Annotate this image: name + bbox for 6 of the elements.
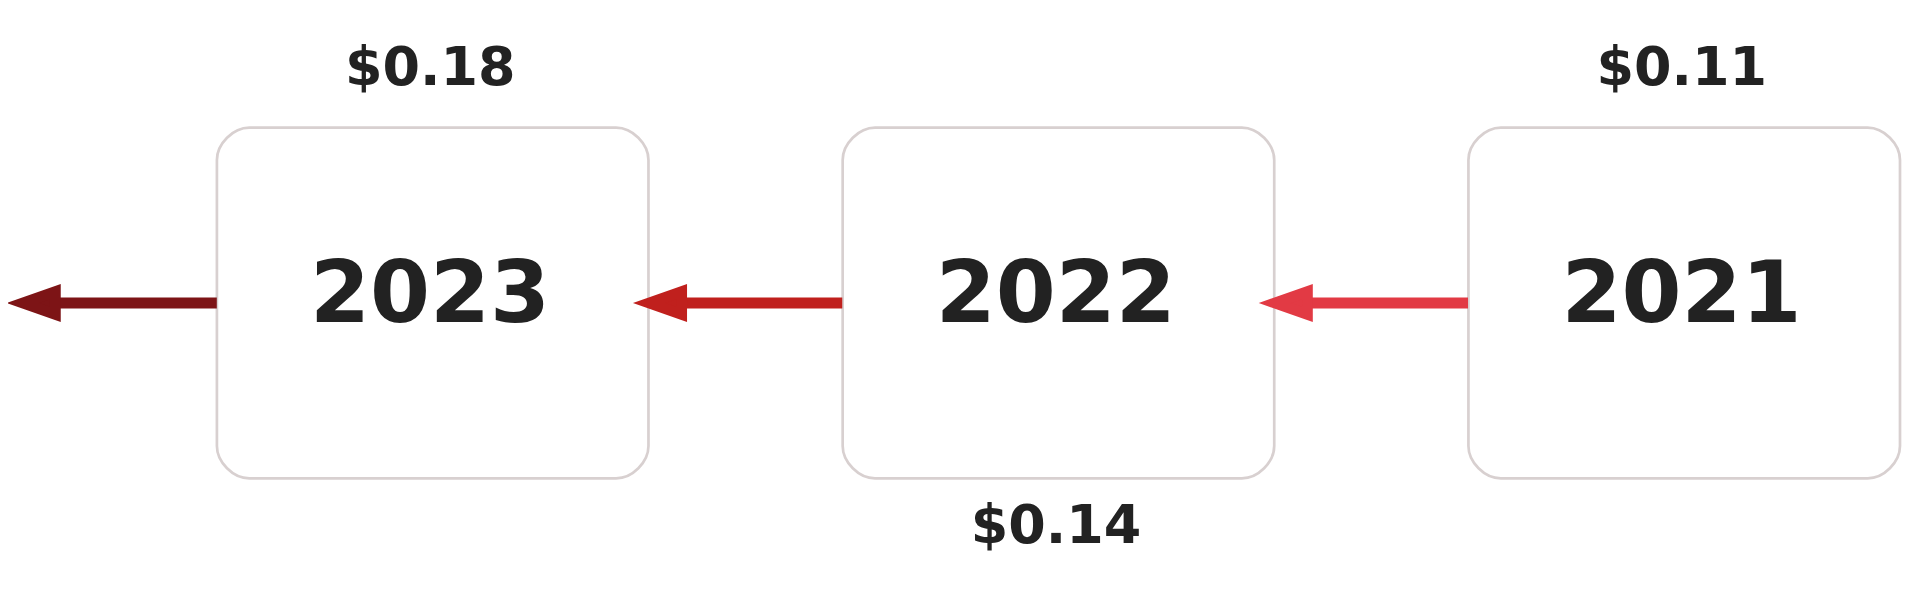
node-label: $0.14 [970,492,1142,556]
node-label: $0.18 [345,34,516,98]
node-label: $0.11 [1596,34,1768,98]
arrow [8,283,217,322]
arrow [632,283,843,322]
arrow [1258,283,1469,322]
